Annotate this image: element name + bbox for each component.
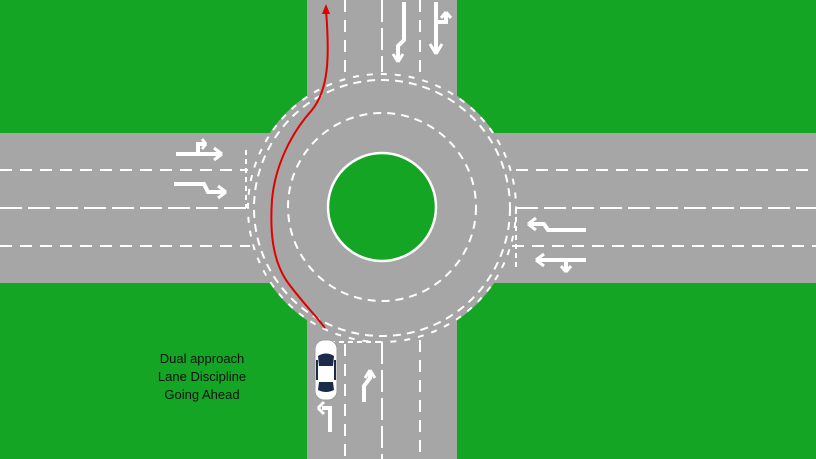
north-left-arrow-icon [391,2,406,63]
outer-give-way-ring [253,79,511,337]
west-arm-markings [0,150,250,247]
inner-lane-divider [287,112,477,302]
south-right-arrow-icon [362,369,377,402]
south-arm-markings [330,340,421,459]
east-left-arrow-icon [527,216,586,232]
north-ahead-right-arrow-icon [428,2,453,55]
caption-line-2: Lane Discipline [157,369,247,384]
south-ahead-left-arrow-icon [316,400,332,432]
central-island-grass [326,151,438,263]
west-ahead-right-arrow-icon [174,182,227,200]
path-arrowhead-icon [322,4,330,14]
east-arm-markings [512,169,816,268]
diagram-caption: Dual approach Lane Discipline Going Ahea… [132,350,272,404]
car-icon [314,339,338,401]
caption-line-1: Dual approach [159,351,245,366]
caption-line-3: Going Ahead [164,387,240,402]
lane-arrows [174,2,586,432]
red-path-line [270,4,330,329]
west-ahead-left-arrow-icon [176,138,223,162]
east-ahead-right-arrow-icon [535,252,586,273]
north-arm-markings [344,0,421,80]
